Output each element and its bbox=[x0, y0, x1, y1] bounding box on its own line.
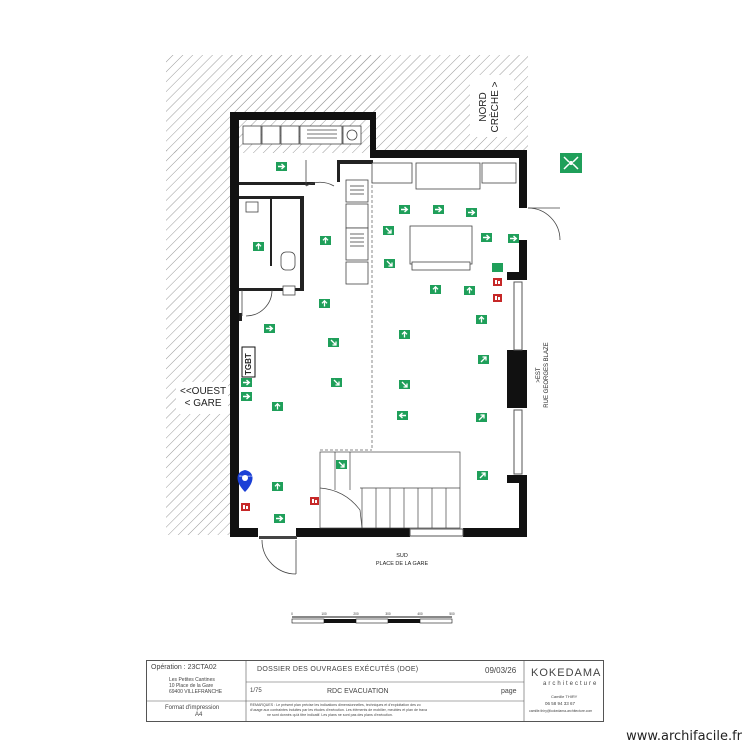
exit-sign-icon bbox=[271, 481, 284, 492]
exit-sign-icon bbox=[330, 377, 343, 388]
exit-sign-icon bbox=[432, 204, 445, 215]
exit-sign-icon bbox=[492, 263, 503, 272]
firm-subtitle: architecture bbox=[543, 681, 599, 687]
scale-tick: 200 bbox=[353, 612, 359, 616]
exit-sign-icon bbox=[396, 410, 409, 421]
exit-sign-icon bbox=[463, 285, 476, 296]
exit-sign-icon bbox=[398, 204, 411, 215]
fire-extinguisher-icon bbox=[493, 294, 502, 302]
scale-tick: 300 bbox=[385, 612, 391, 616]
remarks-line1: REMARQUES : Le présent plan précise les … bbox=[250, 703, 421, 707]
fire-extinguisher-icon bbox=[241, 503, 250, 511]
scale-tick: 500 bbox=[449, 612, 455, 616]
exit-sign-icon bbox=[263, 323, 276, 334]
fire-extinguisher-icon bbox=[493, 278, 502, 286]
north-label-bg bbox=[470, 75, 514, 137]
assembly-point-icon bbox=[560, 153, 582, 173]
west-label-line1: <<OUEST bbox=[180, 386, 227, 397]
exit-sign-icon bbox=[273, 513, 286, 524]
exit-sign-icon bbox=[271, 401, 284, 412]
south-label-line2: PLACE DE LA GARE bbox=[375, 561, 429, 567]
exit-sign-icon bbox=[382, 225, 395, 236]
exit-sign-icon bbox=[383, 258, 396, 269]
firm-name: KOKEDAMA bbox=[531, 667, 602, 679]
exit-sign-icon bbox=[429, 284, 442, 295]
remarks-line2: d'usage aux contraintes induites par les… bbox=[250, 708, 427, 712]
sheet-title: RDC EVACUATION bbox=[327, 688, 389, 695]
contact-name: Camille THIRY bbox=[551, 694, 578, 699]
exit-sign-icon bbox=[475, 314, 488, 325]
north-label-line1: NORD bbox=[478, 92, 489, 122]
exit-sign-icon bbox=[252, 241, 265, 252]
exterior-hatch bbox=[166, 55, 528, 535]
exit-sign-icon bbox=[398, 379, 411, 390]
exit-sign-icon bbox=[275, 161, 288, 172]
title-block-grid bbox=[146, 660, 525, 722]
address-line2: 10 Place de la Gare bbox=[169, 683, 214, 689]
exit-sign-icon bbox=[507, 233, 520, 244]
east-label-line1: >EST bbox=[536, 367, 542, 383]
north-label: NORD CRÈCHE > bbox=[478, 80, 518, 134]
east-label-line2: RUE GEORGES BLAZE bbox=[544, 342, 550, 408]
east-label: >EST RUE GEORGES BLAZE bbox=[535, 342, 550, 411]
title-block: Opération : 23CTA02 Les Petites Cantines… bbox=[146, 660, 604, 722]
exit-sign-icon bbox=[475, 412, 488, 423]
exterior-walls bbox=[230, 112, 527, 537]
address-line3: 69400 VILLEFRANCHE bbox=[169, 689, 223, 695]
exit-sign-icon bbox=[335, 459, 348, 470]
print-format-value: A4 bbox=[195, 712, 203, 718]
doors bbox=[241, 160, 561, 575]
kitchen-equipment bbox=[242, 125, 517, 285]
exit-sign-icon bbox=[398, 329, 411, 340]
electrical-panel-label: TGBT bbox=[244, 353, 253, 376]
address-line1: Les Petites Cantines bbox=[169, 677, 215, 683]
fire-extinguisher-icon bbox=[310, 497, 319, 505]
scale-tick: 100 bbox=[321, 612, 327, 616]
watermark: www.archifacile.fr bbox=[626, 729, 742, 744]
page-label: page bbox=[501, 688, 517, 695]
contact-email: camille.thiry@kokedama-architecture.com bbox=[529, 709, 593, 713]
north-label-line2: CRÈCHE > bbox=[490, 81, 501, 133]
electrical-panel-text: TGBT bbox=[244, 353, 253, 375]
exit-sign-icon bbox=[476, 470, 489, 481]
electrical-panel-box bbox=[241, 346, 256, 378]
west-label: <<OUEST < GARE bbox=[180, 386, 226, 410]
bathroom-fixtures bbox=[245, 201, 296, 296]
west-label-bg bbox=[176, 382, 228, 414]
exit-sign-icon bbox=[319, 235, 332, 246]
entry-threshold bbox=[259, 536, 297, 539]
exit-sign-icon bbox=[318, 298, 331, 309]
kitchen-details bbox=[307, 129, 364, 247]
scale-bar: 0 100 200 300 400 500 bbox=[291, 612, 455, 624]
you-are-here-label: Vous êtes ici bbox=[239, 475, 254, 478]
operation-label: Opération : 23CTA02 bbox=[151, 664, 217, 671]
exit-sign-icon bbox=[477, 354, 490, 365]
exit-sign-icon bbox=[465, 207, 478, 218]
drawing-scale: 1/75 bbox=[250, 688, 262, 694]
interior-walls bbox=[239, 160, 373, 321]
west-label-line2: < GARE bbox=[184, 398, 222, 409]
document-title: DOSSIER DES OUVRAGES EXÉCUTÉS (DOE) bbox=[257, 666, 419, 673]
document-date: 09/03/26 bbox=[485, 666, 517, 675]
exit-signs bbox=[240, 161, 520, 524]
windows bbox=[409, 281, 523, 537]
south-label-line1: SUD bbox=[396, 553, 408, 559]
exit-sign-icon bbox=[240, 391, 253, 402]
scale-tick: 0 bbox=[291, 612, 293, 616]
you-are-here-marker-icon bbox=[237, 470, 253, 492]
south-label: SUD PLACE DE LA GARE bbox=[362, 552, 442, 568]
print-format-label: Format d'impression bbox=[165, 705, 220, 711]
exit-sign-icon bbox=[480, 232, 493, 243]
scale-tick: 400 bbox=[417, 612, 423, 616]
remarks-line3: ne sont donnés qu'à titre indicatif. Les… bbox=[267, 713, 393, 717]
exit-sign-icon bbox=[327, 337, 340, 348]
contact-phone: 06 58 94 33 67 bbox=[545, 701, 576, 706]
exit-sign-icon bbox=[240, 377, 253, 388]
